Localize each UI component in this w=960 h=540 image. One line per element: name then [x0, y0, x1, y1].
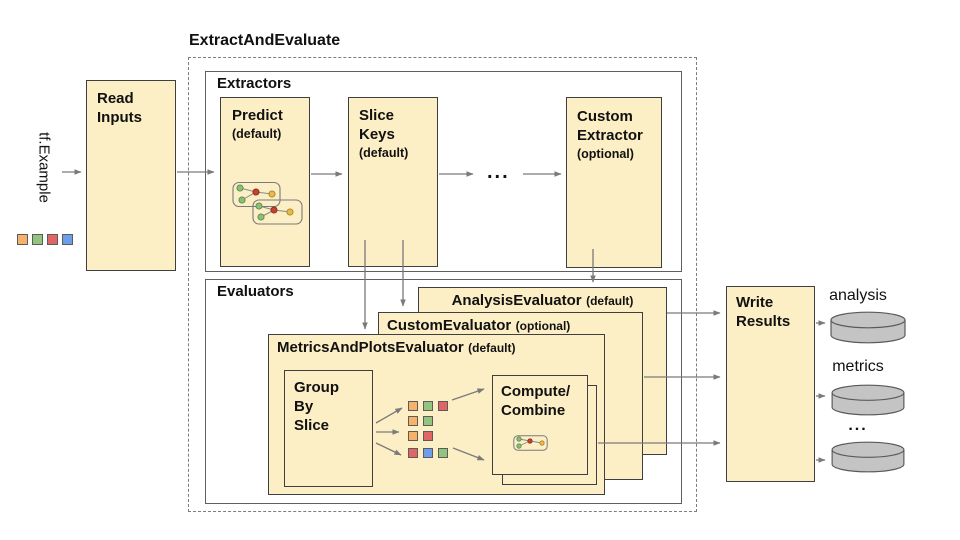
extractor-chain-ellipsis: ...	[487, 161, 510, 183]
metrics-database-icon	[831, 384, 905, 416]
compute-combine-label: Compute/ Combine	[501, 383, 571, 419]
custom-extractor-label: Custom Extractor	[577, 108, 643, 144]
input-data-squares	[17, 234, 73, 245]
compute-combine-box: Compute/ Combine	[492, 375, 588, 475]
predict-qualifier: (default)	[232, 126, 282, 141]
analysis-evaluator-qualifier: (default)	[586, 294, 634, 308]
evaluators-section-label: Evaluators	[217, 283, 294, 300]
tf-example-label: tf.Example	[35, 132, 53, 203]
extractors-section-label: Extractors	[217, 75, 292, 92]
analysis-evaluator-label: AnalysisEvaluator	[451, 292, 582, 309]
blue-square	[62, 234, 73, 245]
green-square	[438, 448, 448, 458]
group-by-slice-label: Group By Slice	[294, 379, 339, 434]
green-square	[423, 401, 433, 411]
read-inputs-box: Read Inputs	[86, 80, 176, 271]
read-inputs-label: Read Inputs	[97, 90, 142, 126]
custom-extractor-qualifier: (optional)	[577, 146, 634, 161]
orange-square	[408, 431, 418, 441]
write-results-box: Write Results	[726, 286, 815, 482]
slice-keys-extractor-box: Slice Keys (default)	[348, 97, 438, 267]
orange-square	[408, 401, 418, 411]
custom-extractor-box: Custom Extractor (optional)	[566, 97, 662, 268]
combine-graph-icon	[513, 435, 548, 451]
orange-square	[17, 234, 28, 245]
extract-and-evaluate-container	[188, 57, 697, 512]
red-square	[408, 448, 418, 458]
more-outputs-ellipsis: ...	[848, 417, 868, 434]
analysis-database-icon	[830, 311, 906, 344]
metrics-and-plots-evaluator-qualifier: (default)	[468, 341, 516, 355]
green-square	[32, 234, 43, 245]
extract-and-evaluate-title: ExtractAndEvaluate	[189, 32, 341, 49]
red-square	[47, 234, 58, 245]
orange-square	[408, 416, 418, 426]
red-square	[423, 431, 433, 441]
metrics-and-plots-evaluator-label: MetricsAndPlotsEvaluator	[277, 339, 464, 356]
blue-square	[423, 448, 433, 458]
model-graph-icon	[232, 181, 303, 225]
slice-keys-label: Slice Keys	[359, 107, 395, 143]
analysis-output-label: analysis	[829, 287, 887, 304]
green-square	[423, 416, 433, 426]
custom-evaluator-qualifier: (optional)	[515, 319, 571, 333]
group-by-slice-box: Group By Slice	[284, 370, 373, 487]
custom-evaluator-label: CustomEvaluator	[387, 317, 512, 334]
slice-row-3	[408, 431, 433, 441]
more-database-icon	[831, 441, 905, 473]
slice-row-2	[408, 416, 433, 426]
slice-keys-qualifier: (default)	[359, 145, 409, 160]
write-results-label: Write Results	[736, 294, 791, 330]
red-square	[438, 401, 448, 411]
predict-label: Predict	[232, 107, 283, 124]
slice-row-4	[408, 448, 448, 458]
slice-row-1	[408, 401, 448, 411]
metrics-output-label: metrics	[832, 358, 884, 375]
